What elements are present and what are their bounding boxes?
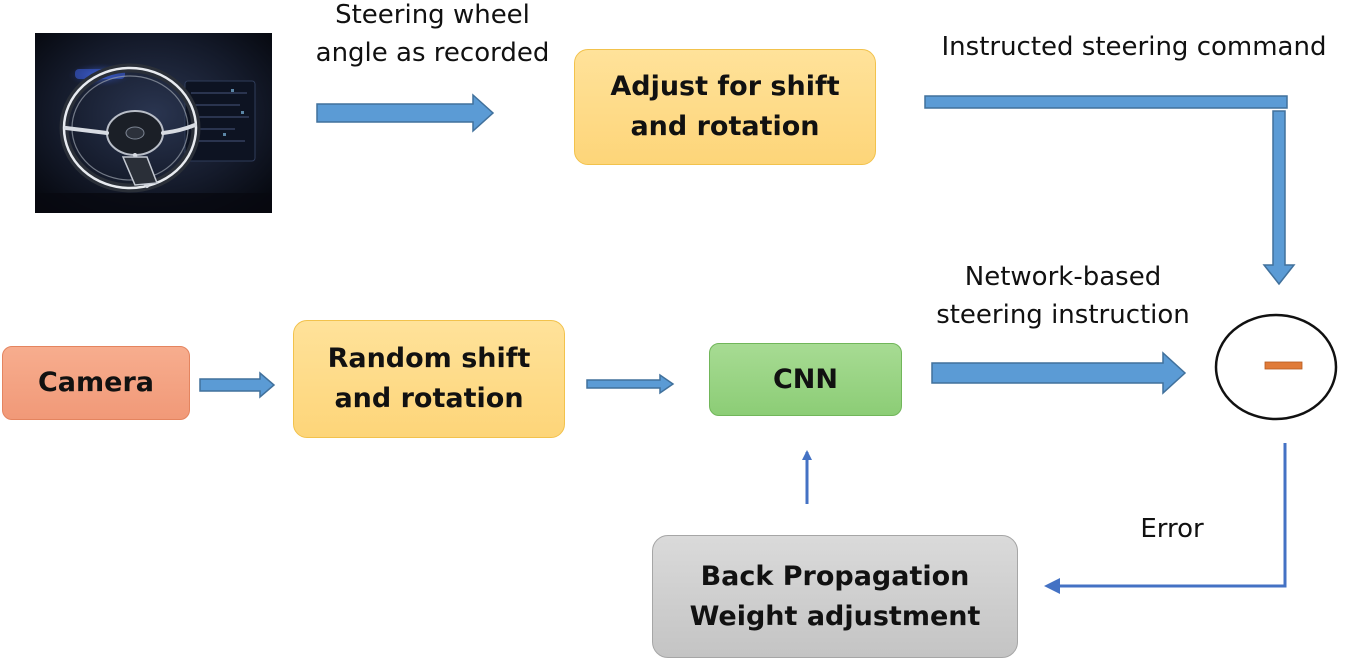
arrow-cnn-to-subtract — [931, 351, 1187, 395]
arrow-camera-to-random — [199, 371, 276, 399]
arrow-error-head — [1044, 578, 1060, 594]
adjust-shift-rotation-box: Adjust for shift and rotation — [574, 49, 876, 165]
bar-instructed-command — [924, 95, 1288, 109]
network-instruction-label: Network-based steering instruction — [936, 262, 1190, 330]
steering-wheel-photo — [35, 33, 272, 213]
error-label: Error — [1140, 514, 1204, 544]
random-shift-rotation-box: Random shift and rotation — [293, 320, 565, 438]
backprop-label: Back Propagation Weight adjustment — [689, 560, 981, 632]
arrow-recorded-to-adjust — [316, 93, 495, 133]
adjust-shift-rotation-label: Adjust for shift and rotation — [610, 71, 840, 142]
camera-label: Camera — [37, 367, 154, 398]
instructed-command-label: Instructed steering command — [941, 32, 1327, 62]
cnn-box: CNN — [709, 343, 902, 416]
arrow-random-to-cnn — [586, 373, 675, 395]
camera-box: Camera — [2, 346, 190, 420]
line-error-path — [1058, 443, 1287, 588]
minus-sign-icon — [1264, 361, 1303, 370]
arrow-instructed-down — [1262, 110, 1296, 286]
backprop-box: Back Propagation Weight adjustment — [652, 535, 1018, 658]
random-shift-rotation-label: Random shift and rotation — [327, 343, 531, 414]
steering-recorded-label: Steering wheel angle as recorded — [315, 0, 550, 68]
cnn-label: CNN — [772, 363, 838, 395]
